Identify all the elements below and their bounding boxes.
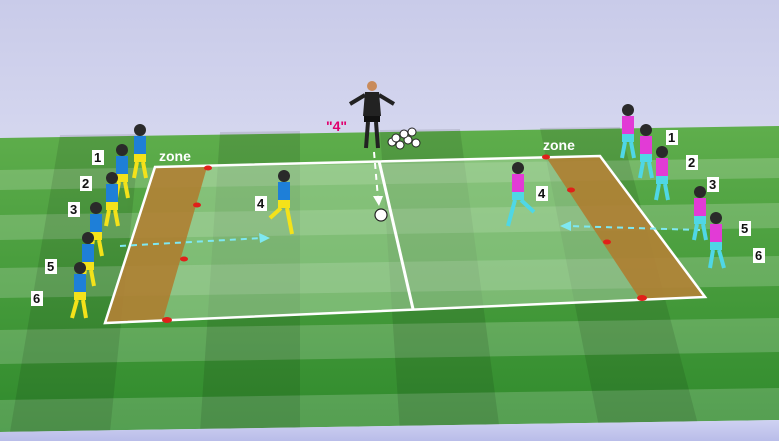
cone-icon (567, 188, 575, 193)
cone-icon (204, 166, 212, 171)
blue-number-3: 3 (70, 202, 77, 217)
blue-number-6: 6 (33, 291, 40, 306)
pink-runner-number: 4 (538, 186, 546, 201)
cone-icon (180, 257, 188, 262)
zone-label-right: zone (543, 137, 575, 153)
blue-runner-number: 4 (257, 196, 265, 211)
ball-icon (392, 134, 400, 142)
coach-call-text: "4" (326, 118, 347, 134)
pink-number-6: 6 (755, 248, 762, 263)
cone-icon (603, 240, 611, 245)
pink-number-5: 5 (741, 221, 748, 236)
cone-icon (193, 203, 201, 208)
ball-icon (412, 139, 420, 147)
pink-number-1: 1 (668, 130, 675, 145)
cone-icon (637, 295, 647, 301)
blue-number-1: 1 (94, 150, 101, 165)
blue-number-5: 5 (47, 259, 54, 274)
pink-number-3: 3 (709, 177, 716, 192)
zone-label-left: zone (159, 148, 191, 164)
cone-icon (162, 317, 172, 323)
pink-number-2: 2 (688, 155, 695, 170)
cone-icon (542, 155, 550, 160)
blue-number-2: 2 (82, 176, 89, 191)
ball-icon (400, 130, 408, 138)
ball-icon (375, 209, 387, 221)
ball-icon (408, 128, 416, 136)
